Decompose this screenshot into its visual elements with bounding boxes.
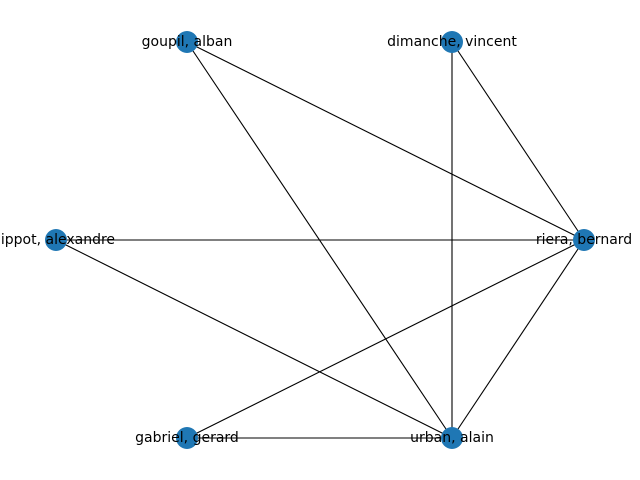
node-label-goupil: goupil, alban — [142, 34, 233, 50]
node-label-lippot: lippot, alexandre — [0, 232, 115, 248]
node-label-dimanche: dimanche, vincent — [387, 34, 517, 50]
node-riera — [573, 229, 595, 251]
edges-layer — [55, 41, 585, 439]
node-label-urban: urban, alain — [410, 430, 494, 446]
node-goupil — [176, 31, 198, 53]
node-lippot — [45, 229, 67, 251]
node-label-riera: riera, bernard — [536, 232, 632, 248]
edge-riera-gabriel — [186, 239, 585, 439]
edge-dimanche-riera — [451, 41, 585, 241]
node-gabriel — [176, 427, 198, 449]
node-urban — [441, 427, 463, 449]
nodes-layer — [45, 31, 595, 449]
node-label-gabriel: gabriel, gerard — [135, 430, 239, 446]
node-dimanche — [441, 31, 463, 53]
edge-lippot-urban — [55, 239, 453, 439]
labels-layer: goupil, alban dimanche, vincent lippot, al… — [0, 34, 632, 446]
edge-goupil-riera — [186, 41, 585, 241]
edge-riera-urban — [451, 239, 585, 439]
